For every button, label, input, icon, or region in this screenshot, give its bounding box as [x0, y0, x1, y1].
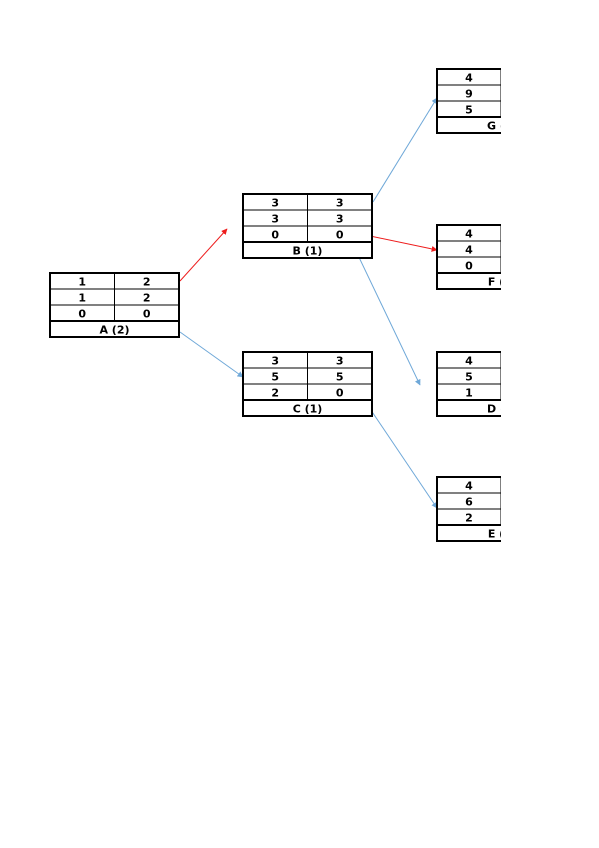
node-g-cell: 5: [465, 104, 473, 117]
node-f-label: F (: [488, 276, 504, 289]
node-e-cell: 6: [465, 496, 473, 509]
node-g-cell: 9: [465, 88, 473, 101]
edge-a-c: [179, 331, 244, 378]
node-e-cell: 2: [465, 512, 473, 525]
node-a-cell: 2: [143, 292, 151, 305]
node-g-label: G (: [487, 120, 505, 133]
node-c-label: C (1): [293, 403, 323, 416]
node-f-cell: 0: [465, 260, 473, 273]
node-a: 1 2 1 2 0 0 A (2): [49, 272, 180, 338]
node-c-cell: 3: [336, 355, 344, 368]
node-e-cell: 4: [465, 480, 473, 493]
node-a-cell: 0: [143, 308, 151, 321]
node-c-cell: 3: [271, 355, 279, 368]
node-c-cell: 5: [271, 371, 279, 384]
edges-layer: [179, 97, 438, 509]
node-b-cell: 3: [336, 197, 344, 210]
node-a-cell: 0: [78, 308, 86, 321]
node-b-cell: 0: [271, 229, 279, 242]
edge-b-g: [372, 97, 438, 203]
node-d-cell: 4: [465, 355, 473, 368]
node-a-cell: 1: [78, 292, 86, 305]
node-d-cell: 5: [465, 371, 473, 384]
node-c: 3 3 5 5 2 0 C (1): [242, 351, 373, 417]
edge-a-b: [179, 228, 228, 282]
node-a-cell: 2: [143, 276, 151, 289]
node-e: 4 6 2 E (: [436, 476, 504, 542]
node-b-label: B (1): [293, 245, 323, 258]
edge-b-d: [355, 250, 421, 386]
node-b-cell: 3: [271, 197, 279, 210]
node-g: 4 9 5 G (: [436, 68, 505, 134]
node-b-cell: 3: [336, 213, 344, 226]
node-b-cell: 3: [271, 213, 279, 226]
node-f-cell: 4: [465, 244, 473, 257]
node-e-label: E (: [488, 528, 504, 541]
node-g-cell: 4: [465, 72, 473, 85]
node-b: 3 3 3 3 0 0 B (1): [242, 193, 373, 259]
node-d-label: D (: [487, 403, 505, 416]
node-c-cell: 2: [271, 387, 279, 400]
node-d: 4 5 1 D (: [436, 351, 505, 417]
node-c-cell: 5: [336, 371, 344, 384]
node-b-cell: 0: [336, 229, 344, 242]
node-a-label: A (2): [99, 324, 129, 337]
node-f-cell: 4: [465, 228, 473, 241]
node-f: 4 4 0 F (: [436, 224, 504, 290]
node-a-cell: 1: [78, 276, 86, 289]
node-d-cell: 1: [465, 387, 473, 400]
node-c-cell: 0: [336, 387, 344, 400]
